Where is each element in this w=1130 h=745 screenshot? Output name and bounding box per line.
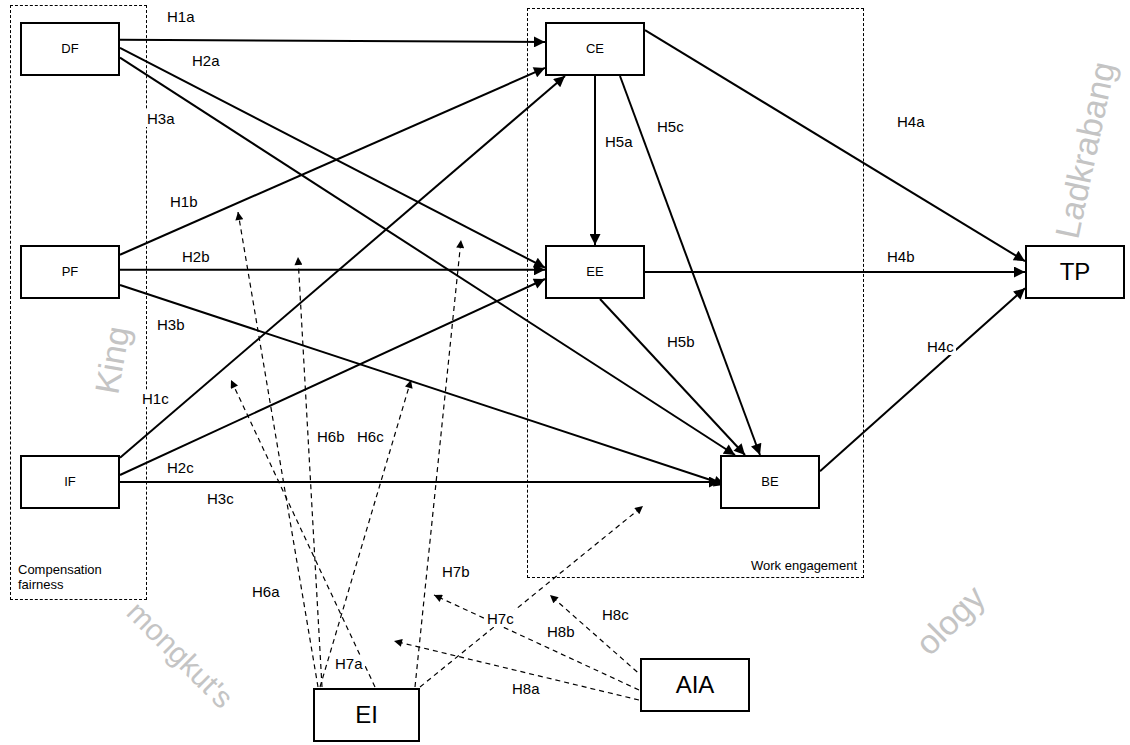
- group-region: Compensation fairness DF PF IF: [10, 5, 147, 600]
- watermark-text: mongkut's: [121, 596, 238, 713]
- construct-box: IF: [20, 455, 120, 509]
- hypothesis-arrow: [120, 68, 545, 255]
- construct-name: IF: [64, 474, 76, 490]
- hypothesis-label: H5a: [603, 133, 635, 150]
- group-label: Work engagement: [751, 558, 857, 574]
- hypothesis-label: H2c: [165, 459, 196, 476]
- hypothesis-label: H3c: [205, 490, 236, 507]
- hypothesis-label: H3a: [145, 110, 177, 127]
- construct-name: PF: [62, 264, 79, 280]
- hypothesis-arrow: [600, 299, 745, 455]
- construct-box: CE: [545, 22, 645, 76]
- construct-box: TP: [1025, 245, 1125, 299]
- construct-box: PF: [20, 245, 120, 299]
- hypothesis-label: H7c: [485, 610, 516, 627]
- construct-name: TP: [1060, 258, 1091, 286]
- hypothesis-label: H5c: [655, 118, 686, 135]
- hypothesis-arrow: [120, 481, 720, 483]
- construct-name: AIA: [676, 671, 715, 699]
- hypothesis-label: H6a: [250, 583, 282, 600]
- hypothesis-label: H1c: [140, 390, 171, 407]
- hypothesis-label: H4a: [895, 113, 927, 130]
- construct-name: DF: [61, 41, 78, 57]
- construct-name: BE: [761, 474, 778, 490]
- hypothesis-arrow: [120, 58, 735, 455]
- group-region: Work engagement CE EE BE: [527, 8, 864, 578]
- moderation-arrow: [320, 380, 411, 687]
- construct-box: EE: [545, 245, 645, 299]
- moderation-arrow: [394, 641, 639, 700]
- hypothesis-arrow: [594, 76, 596, 245]
- hypothesis-arrow: [120, 279, 545, 475]
- hypothesis-arrow: [120, 76, 565, 458]
- hypothesis-arrow: [820, 288, 1025, 471]
- construct-box: AIA: [640, 658, 750, 712]
- hypothesis-label: H3b: [155, 316, 187, 333]
- construct-box: EI: [313, 688, 420, 742]
- moderation-arrow: [415, 240, 461, 687]
- construct-name: EI: [355, 701, 378, 729]
- construct-box: BE: [720, 455, 820, 509]
- watermark-text: ology: [909, 579, 991, 661]
- moderation-arrow: [298, 257, 322, 687]
- hypothesis-arrow: [120, 269, 545, 271]
- hypothesis-arrow: [120, 48, 545, 268]
- hypothesis-label: H6c: [355, 428, 386, 445]
- hypothesis-label: H7b: [440, 563, 472, 580]
- moderation-arrow: [238, 212, 318, 687]
- hypothesis-label: H4c: [925, 338, 956, 355]
- watermark-text: King: [89, 324, 134, 397]
- moderation-arrow: [420, 506, 643, 687]
- hypothesis-label: H5b: [665, 333, 697, 350]
- hypothesis-label: H8b: [545, 623, 577, 640]
- hypothesis-label: H8c: [600, 606, 631, 623]
- hypothesis-label: H2a: [190, 52, 222, 69]
- hypothesis-label: H8a: [510, 680, 542, 697]
- group-label: Compensation fairness: [18, 562, 123, 593]
- hypothesis-arrow: [120, 40, 545, 42]
- hypothesis-arrow: [645, 271, 1025, 273]
- construct-box: DF: [20, 22, 120, 76]
- construct-name: EE: [586, 264, 603, 280]
- hypothesis-arrow: [645, 30, 1025, 261]
- hypothesis-label: H2b: [180, 248, 212, 265]
- hypothesis-label: H1b: [168, 193, 200, 210]
- hypothesis-label: H7a: [333, 655, 365, 672]
- watermark-text: Ladkrabang: [1050, 59, 1121, 242]
- moderation-arrow: [434, 595, 639, 690]
- hypothesis-label: H1a: [165, 8, 197, 25]
- hypothesis-label: H6b: [315, 428, 347, 445]
- hypothesis-arrow: [120, 285, 725, 485]
- moderation-arrow: [231, 380, 375, 687]
- construct-name: CE: [586, 41, 604, 57]
- hypothesis-label: H4b: [885, 248, 917, 265]
